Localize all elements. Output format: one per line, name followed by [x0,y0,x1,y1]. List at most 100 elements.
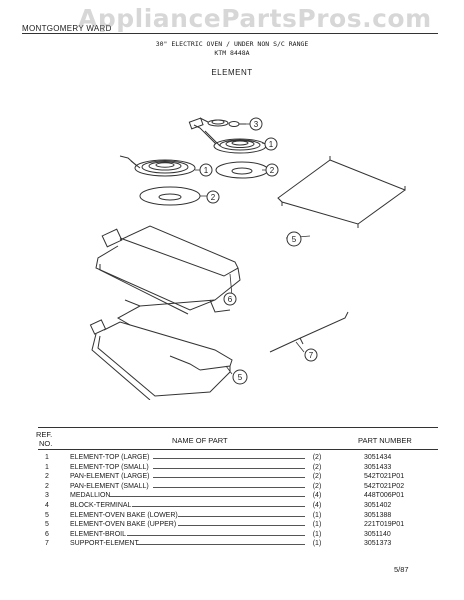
quantity-cell: (2) [312,454,322,461]
ref-cell: 4 [45,502,49,509]
brand-name: MONTGOMERY WARD [22,24,112,33]
part-number-cell: 3051388 [364,511,392,519]
leader-dashes [135,544,305,546]
quantity-cell: (1) [312,511,322,519]
callout-6-broil: 6 [223,292,237,306]
part-number-cell: 3051373 [364,540,392,548]
callout-2-back-right: 2 [265,163,279,177]
table-top-rule [38,427,438,428]
table-row: 5 ELEMENT-OVEN BAKE (UPPER) (1) 221T019P01 [0,521,464,530]
part-number-header: PART NUMBER [358,436,412,445]
page-number: 5/87 [394,565,409,574]
part-name-cell: ELEMENT-OVEN BAKE (LOWER) [70,511,178,519]
ref-cell: 1 [45,454,49,461]
quantity-cell: (2) [312,473,322,481]
table-row: 2 PAN-ELEMENT (LARGE) (2) 542T021P01 [0,473,464,482]
part-name-cell: BLOCK-TERMINAL [70,502,132,509]
part-number-cell: 221T019P01 [364,521,405,529]
table-row: 6 ELEMENT-BROIL (1) 3051140 [0,531,464,540]
parts-diagram: 1 2 3 1 2 5 6 7 [89,117,406,400]
leader-dashes [152,458,305,459]
callout-3-medallion: 3 [249,117,263,131]
drip-pan-front-left [139,186,201,206]
table-row: 2 PAN-ELEMENT (SMALL) (2) 542T021P02 [0,483,464,492]
quantity-cell: (1) [312,530,322,538]
part-number-cell: 3051433 [364,463,392,471]
svg-text:2: 2 [211,193,216,202]
section-title: ELEMENT [211,68,253,77]
quantity-cell: (4) [312,492,322,500]
svg-text:5: 5 [292,235,297,244]
table-row: 5 ELEMENT-OVEN BAKE (LOWER) (1) 3051388 [0,512,464,521]
svg-text:7: 7 [309,351,314,360]
support-element-part [277,156,406,228]
part-name-cell: ELEMENT-TOP (SMALL) [70,463,149,471]
leader-dashes [178,515,305,517]
part-number-cell: 3051140 [364,530,391,538]
leader-dashes [152,477,305,479]
table-row: 4 BLOCK-TERMINAL (4) 3051402 [0,502,464,511]
svg-text:2: 2 [270,166,275,175]
part-number-cell: 542T021P01 [364,473,405,481]
quantity-cell: (4) [312,502,322,509]
part-name-cell: PAN-ELEMENT (LARGE) [70,473,150,481]
surface-element-front-left [119,155,196,177]
leader-dashes [131,506,305,507]
ref-cell: 2 [45,482,49,490]
quantity-cell: (2) [312,463,322,471]
part-number-cell: 542T021P02 [364,482,405,490]
leader-dashes [110,496,305,498]
ref-cell: 5 [45,521,49,529]
bake-element-part [89,319,233,400]
ref-header-line2: NO. [39,439,53,448]
callout-5-support: 5 [286,231,302,247]
drip-pan-back-right [215,161,269,179]
part-name-cell: MEDALLION [70,492,111,500]
part-name-cell: PAN-ELEMENT (SMALL) [70,482,149,490]
ref-cell: 1 [45,463,49,471]
callout-1-back-right: 1 [264,137,278,151]
svg-text:5: 5 [238,373,243,382]
svg-text:1: 1 [204,166,209,175]
quantity-cell: (2) [312,482,322,490]
svg-text:3: 3 [254,120,259,129]
table-header-rule [38,449,438,450]
surface-element-back-small [199,117,229,127]
model-number: KTM 8448A [214,49,250,57]
page-subtitle: 30" ELECTRIC OVEN / UNDER NON S/C RANGE [155,40,309,48]
callout-2-front-left: 2 [206,190,220,204]
part-name-cell: ELEMENT-OVEN BAKE (UPPER) [70,521,177,529]
part-name-cell: ELEMENT-BROIL [70,530,127,538]
leader-dashes [178,525,305,527]
watermark: AppliancePartsPros.com [78,4,432,33]
leader-dashes [127,534,305,536]
ref-cell: 2 [45,473,49,481]
svg-text:6: 6 [228,295,233,304]
ref-header-line1: REF. [36,430,53,439]
quantity-cell: (1) [312,521,322,529]
callout-7-support-clip: 7 [304,348,318,362]
ref-cell: 6 [45,530,49,538]
callout-5-bake: 5 [232,369,248,385]
part-name-cell: ELEMENT-TOP (LARGE) [70,454,150,461]
callout-leaders [195,123,311,375]
part-number-cell: 3051402 [364,502,392,509]
leader-dashes [152,486,305,488]
table-row: 1 ELEMENT-TOP (SMALL) (2) 3051433 [0,464,464,473]
part-number-cell: 448T006P01 [364,492,405,500]
name-header: NAME OF PART [172,436,228,445]
header-rule [22,33,438,34]
ref-cell: 5 [45,511,49,519]
part-name-cell: SUPPORT-ELEMENT [70,540,139,548]
ref-cell: 7 [45,540,49,548]
callout-group: 1 2 3 1 2 5 6 7 [199,117,318,385]
callout-1-front-left: 1 [199,163,213,177]
quantity-cell: (1) [312,540,322,548]
medallion-part [228,121,246,127]
broil-element-part [95,225,241,326]
table-row: 7 SUPPORT-ELEMENT (1) 3051373 [0,540,464,549]
element-support-clip [269,311,349,353]
leader-dashes [152,467,305,469]
